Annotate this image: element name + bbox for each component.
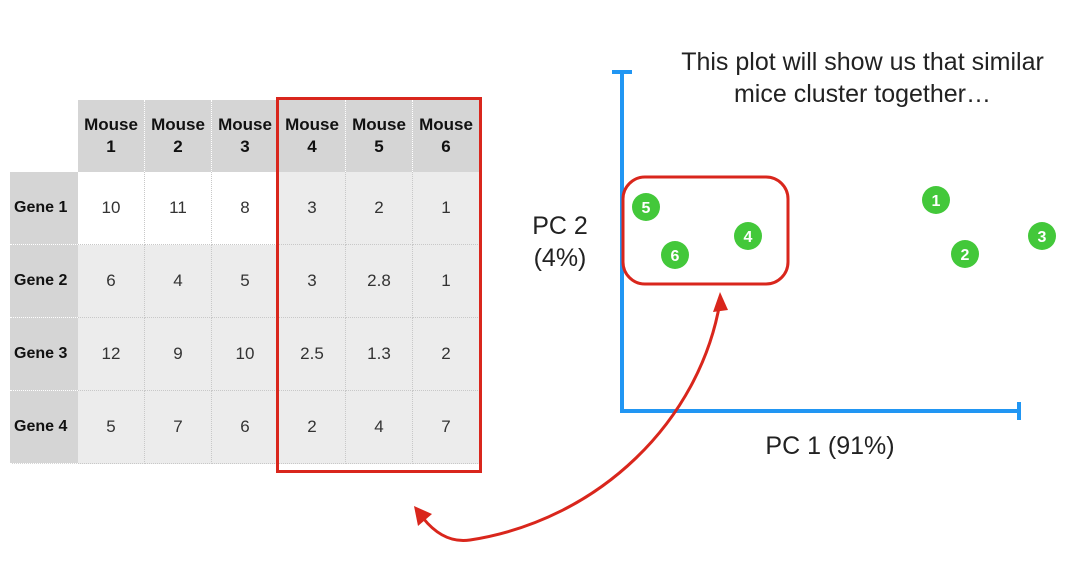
table-cell: 4 — [145, 245, 212, 318]
table-cell: 2 — [346, 172, 413, 245]
y-axis-label-line-2: (4%) — [533, 244, 587, 272]
points-layer: 1 2 3 4 5 6 — [632, 186, 1056, 269]
point-label: 1 — [932, 193, 941, 210]
point-label: 3 — [1038, 229, 1047, 246]
point-marker — [922, 186, 950, 214]
table-cell: 7 — [413, 391, 480, 464]
point-label: 6 — [671, 248, 680, 265]
caption-line-2: mice cluster together… — [733, 80, 992, 108]
table-cell: 10 — [78, 172, 145, 245]
cluster-highlight-box — [621, 175, 790, 286]
table-cell: 11 — [145, 172, 212, 245]
table-cell: 2.8 — [346, 245, 413, 318]
point-mouse-6: 6 — [661, 241, 689, 269]
plot-caption: This plot will show us that similar mice… — [650, 46, 1075, 110]
point-marker — [1028, 222, 1056, 250]
table-cell: 2.5 — [279, 318, 346, 391]
point-marker — [951, 240, 979, 268]
table-cell: 4 — [346, 391, 413, 464]
table-cell: 9 — [145, 318, 212, 391]
table-cell: 8 — [212, 172, 279, 245]
point-marker — [661, 241, 689, 269]
row-header-gene-2: Gene 2 — [10, 245, 78, 318]
x-axis — [620, 402, 1021, 420]
row-header-gene-3: Gene 3 — [10, 318, 78, 391]
y-axis-label-line-1: PC 2 — [532, 212, 588, 240]
point-label: 2 — [961, 247, 970, 264]
table-cell: 5 — [212, 245, 279, 318]
point-marker — [734, 222, 762, 250]
y-axis-label: PC 2 (4%) — [520, 210, 600, 274]
point-mouse-4: 4 — [734, 222, 762, 250]
point-mouse-5: 5 — [632, 193, 660, 221]
x-axis-label: PC 1 (91%) — [765, 432, 895, 460]
point-label: 5 — [642, 200, 651, 217]
table-cell: 2 — [413, 318, 480, 391]
point-label: 4 — [744, 229, 753, 246]
table-cell: 2 — [279, 391, 346, 464]
point-mouse-3: 3 — [1028, 222, 1056, 250]
table-cell: 7 — [145, 391, 212, 464]
table-cell: 1 — [413, 172, 480, 245]
point-mouse-1: 1 — [922, 186, 950, 214]
point-marker — [632, 193, 660, 221]
table-cell: 3 — [279, 245, 346, 318]
point-mouse-2: 2 — [951, 240, 979, 268]
row-header-gene-4: Gene 4 — [10, 391, 78, 464]
table-cell: 1.3 — [346, 318, 413, 391]
table-cell: 3 — [279, 172, 346, 245]
table-cell: 6 — [212, 391, 279, 464]
table-cell: 5 — [78, 391, 145, 464]
caption-line-1: This plot will show us that similar — [681, 48, 1044, 76]
table-cell: 10 — [212, 318, 279, 391]
table-cell: 12 — [78, 318, 145, 391]
table-cell: 6 — [78, 245, 145, 318]
row-header-gene-1: Gene 1 — [10, 172, 78, 245]
table-cell: 1 — [413, 245, 480, 318]
connector-arrow — [414, 292, 728, 543]
